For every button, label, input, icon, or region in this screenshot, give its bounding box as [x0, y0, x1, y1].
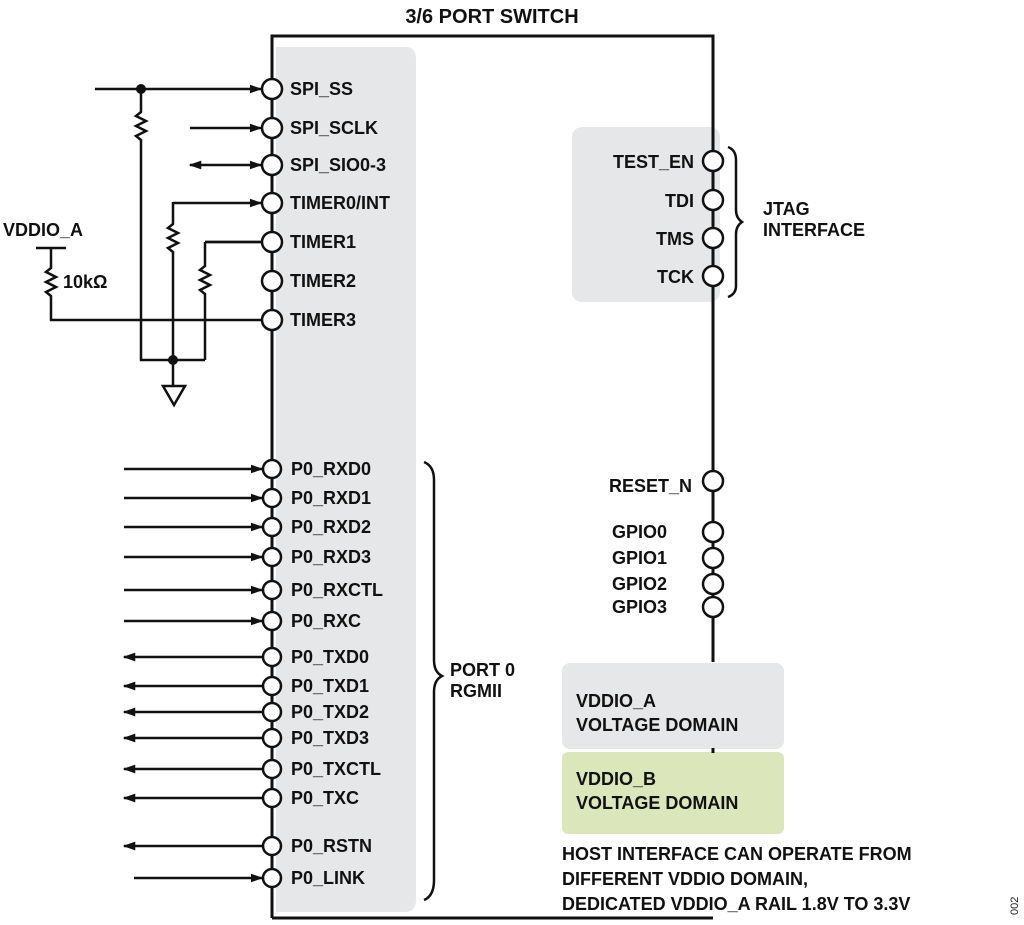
pin-p0-rxd0	[261, 458, 283, 480]
jtag-panel	[572, 127, 720, 302]
pin-p0-txd0	[261, 646, 283, 668]
pin-label-p0-rxc: P0_RXC	[291, 611, 361, 631]
pin-label-reset-n: RESET_N	[609, 476, 692, 496]
pin-label-gpio0: GPIO0	[612, 522, 667, 542]
pin-label-timer3: TIMER3	[290, 310, 356, 330]
pin-timer1	[260, 230, 284, 254]
pin-label-timer2: TIMER2	[290, 271, 356, 291]
pin-gpio3	[701, 595, 725, 619]
jtag-brace	[727, 145, 745, 299]
pin-p0-link	[261, 867, 283, 889]
pin-test-en	[701, 149, 725, 173]
note-line-1: HOST INTERFACE CAN OPERATE FROM	[562, 844, 912, 864]
pin-label-gpio3: GPIO3	[612, 597, 667, 617]
pin-label-p0-rxctl: P0_RXCTL	[291, 580, 383, 600]
pin-timer0-int	[260, 191, 284, 215]
pin-tms	[701, 226, 725, 250]
pin-label-p0-link: P0_LINK	[291, 868, 365, 888]
chip-title: 3/6 PORT SWITCH	[405, 6, 578, 28]
pin-tck	[701, 264, 725, 288]
domain-b-label-2: VOLTAGE DOMAIN	[576, 793, 738, 813]
pin-p0-rxctl	[261, 579, 283, 601]
pin-p0-rstn	[261, 835, 283, 857]
pin-label-tms: TMS	[656, 229, 694, 249]
pin-tdi	[701, 188, 725, 212]
note-line-2: DIFFERENT VDDIO DOMAIN,	[562, 869, 808, 889]
pin-label-p0-rxd2: P0_RXD2	[291, 517, 371, 537]
port0-group-label-1: PORT 0	[450, 660, 515, 680]
pin-gpio0	[701, 520, 725, 544]
pin-label-spi-sclk: SPI_SCLK	[290, 118, 378, 138]
jtag-group-label-2: INTERFACE	[763, 220, 865, 240]
junction-dot	[168, 355, 178, 365]
pin-label-tck: TCK	[657, 267, 694, 287]
pin-label-p0-txd2: P0_TXD2	[291, 702, 369, 722]
pin-spi-sclk	[260, 116, 284, 140]
pin-label-p0-rstn: P0_RSTN	[291, 836, 372, 856]
pull-resistor-network	[36, 84, 262, 408]
port0-brace	[423, 460, 445, 902]
figure-id: 002	[1009, 897, 1021, 915]
pin-label-spi-ss: SPI_SS	[290, 79, 353, 99]
pin-spi-sio0-3	[260, 153, 284, 177]
pin-label-p0-txctl: P0_TXCTL	[291, 759, 381, 779]
note-line-3: DEDICATED VDDIO_A RAIL 1.8V TO 3.3V	[562, 894, 910, 914]
pin-label-gpio1: GPIO1	[612, 548, 667, 568]
pin-p0-rxd3	[261, 546, 283, 568]
pin-label-timer1: TIMER1	[290, 232, 356, 252]
pin-label-test-en: TEST_EN	[613, 152, 694, 172]
pin-spi-ss	[260, 77, 284, 101]
pin-label-spi-sio0-3: SPI_SIO0-3	[290, 155, 386, 175]
pin-label-p0-rxd1: P0_RXD1	[291, 488, 371, 508]
pin-p0-txd2	[261, 701, 283, 723]
pin-label-p0-rxd3: P0_RXD3	[291, 547, 371, 567]
supply-label: VDDIO_A	[3, 220, 83, 240]
pin-p0-rxd2	[261, 516, 283, 538]
pin-p0-txd1	[261, 675, 283, 697]
pin-label-tdi: TDI	[665, 191, 694, 211]
pin-p0-rxc	[261, 610, 283, 632]
port0-group-label-2: RGMII	[450, 681, 502, 701]
pin-timer2	[260, 269, 284, 293]
right-pins: TEST_EN TDI TMS TCK RESET_N GPIO0GPIO1GPIO2GP…	[609, 149, 725, 619]
left-pin-panel	[276, 47, 416, 912]
domain-b-label-1: VDDIO_B	[576, 769, 656, 789]
domain-a-label-2: VOLTAGE DOMAIN	[576, 715, 738, 735]
vddio-b-domain-box	[562, 752, 784, 834]
pin-p0-txc	[261, 787, 283, 809]
pin-p0-rxd1	[261, 487, 283, 509]
resistor-value: 10kΩ	[63, 272, 107, 292]
ground-icon	[160, 384, 188, 408]
pin-label-timer0-int: TIMER0/INT	[290, 193, 390, 213]
pin-p0-txd3	[261, 727, 283, 749]
pin-label-p0-txc: P0_TXC	[291, 788, 359, 808]
vddio-a-domain-box	[562, 663, 784, 749]
pin-gpio1	[701, 546, 725, 570]
jtag-group-label-1: JTAG	[763, 199, 810, 219]
pin-label-p0-rxd0: P0_RXD0	[291, 459, 371, 479]
pin-label-p0-txd3: P0_TXD3	[291, 728, 369, 748]
pin-gpio2	[701, 572, 725, 596]
pin-label-p0-txd0: P0_TXD0	[291, 647, 369, 667]
pin-label-p0-txd1: P0_TXD1	[291, 676, 369, 696]
domain-a-label-1: VDDIO_A	[576, 691, 656, 711]
pin-reset-n	[701, 469, 725, 493]
pin-label-gpio2: GPIO2	[612, 574, 667, 594]
pin-p0-txctl	[261, 758, 283, 780]
pin-timer3	[260, 308, 284, 332]
